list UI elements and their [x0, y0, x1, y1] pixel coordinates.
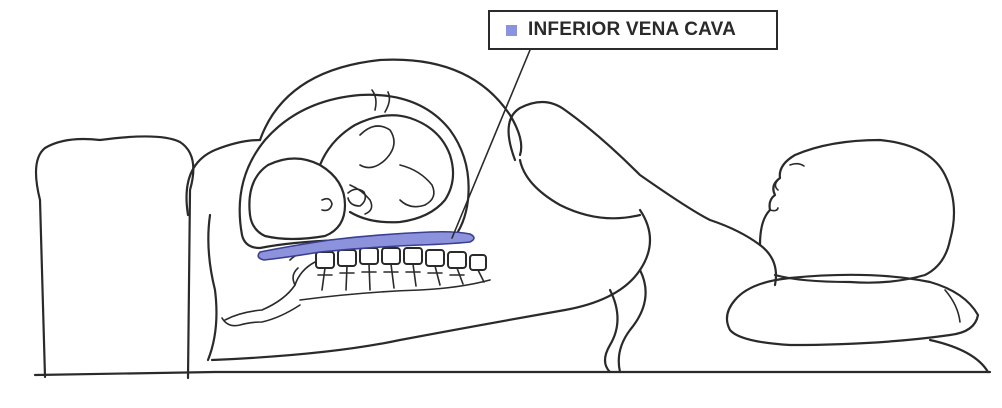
vertebra-4: [382, 248, 400, 264]
vertebra-joints: [318, 272, 464, 275]
fetus-limb-2: [372, 90, 389, 112]
uterus-wall: [240, 95, 469, 248]
mother-head: [760, 140, 954, 283]
arm-outline: [520, 160, 640, 218]
back-pillow-outline: [36, 136, 193, 378]
bed: [35, 340, 990, 375]
shoulder-outline: [509, 102, 776, 285]
vertebra-5: [404, 248, 422, 264]
forearm-outline: [605, 290, 618, 372]
head-outline: [760, 140, 954, 283]
vertebra-8: [470, 255, 486, 270]
elbow-outline: [619, 270, 646, 372]
head-pillow-outline: [727, 275, 978, 345]
legend-swatch: [506, 25, 517, 36]
bed-right-corner: [930, 340, 988, 372]
legend-label: INFERIOR VENA CAVA: [528, 19, 736, 41]
fetus-body: [320, 115, 453, 222]
head-pillow: [727, 275, 978, 345]
sacrum-outline: [225, 262, 315, 320]
spine-base-line: [300, 280, 490, 300]
belly-outline: [260, 60, 521, 155]
fetus-limb-3: [400, 165, 434, 207]
fetus-hand: [348, 189, 365, 206]
vertebra-1: [316, 252, 334, 268]
vertebra-6: [426, 250, 444, 266]
fetus-limb-1: [360, 126, 394, 168]
legend-leader-line: [452, 50, 530, 238]
vertebra-3: [360, 248, 378, 264]
fetus: [249, 90, 453, 239]
bed-top-edge: [35, 372, 990, 375]
back-pillow: [36, 136, 193, 378]
mother-body: [187, 60, 776, 372]
vertebra-2: [338, 250, 356, 266]
fetus-ear: [322, 199, 332, 211]
back-contour: [208, 215, 216, 360]
mouth: [770, 208, 778, 211]
eye: [790, 164, 804, 166]
vertebra-7: [448, 252, 466, 268]
uterus: [240, 95, 469, 248]
fetus-head: [249, 159, 345, 240]
legend: INFERIOR VENA CAVA: [488, 10, 778, 50]
